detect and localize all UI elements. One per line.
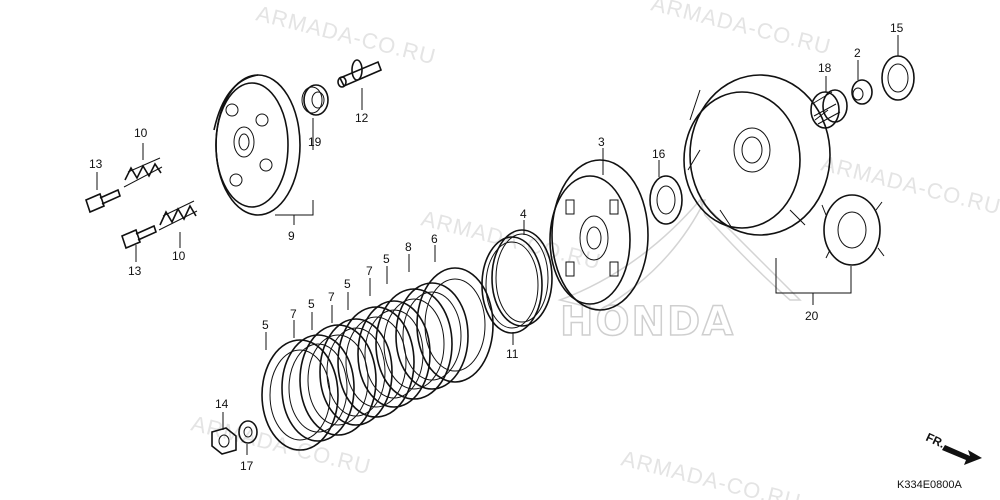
part-lifter-rod [337,59,383,88]
front-arrow-icon [942,445,982,465]
callout-16: 16 [652,147,666,161]
callout-20: 20 [805,309,819,323]
callout-3: 3 [598,135,605,149]
callout-5-c: 5 [344,277,351,291]
part-bolt-lower [121,224,157,250]
part-clutch-pack [261,267,494,451]
part-spring-upper [123,157,163,188]
callout-9: 9 [288,229,295,243]
part-needle-bearing [810,89,848,129]
front-direction-indicator: FR. [924,430,982,465]
watermark-layer: ARMADA-CO.RU ARMADA-CO.RU ARMADA-CO.RU A… [189,0,1000,500]
part-pressure-plate [213,74,301,216]
watermark-text: ARMADA-CO.RU [649,0,834,59]
watermark-text: ARMADA-CO.RU [254,1,439,70]
callout-labels: 10 10 13 13 9 19 12 3 16 4 11 20 18 2 15… [89,21,904,473]
watermark-text: ARMADA-CO.RU [619,446,804,500]
part-thrust-washer [649,175,683,225]
callout-7-a: 7 [290,307,297,321]
callout-8: 8 [405,240,412,254]
diagram-code: K334E0800A [897,479,962,491]
callout-10-upper: 10 [134,126,148,140]
part-bearing [301,84,329,116]
callout-19: 19 [308,135,322,149]
friction-disc [261,339,339,451]
friction-disc-outer [416,267,494,383]
part-primary-driven-gear [821,194,885,266]
part-collar [851,79,873,105]
callout-5-b: 5 [308,297,315,311]
part-bolt-upper [85,188,121,214]
honda-text-logo: HONDA [560,299,735,345]
clutch-plate [281,334,355,442]
part-lock-nut [211,427,237,455]
watermark-text: ARMADA-CO.RU [819,151,1000,220]
callout-13-lower: 13 [128,264,142,278]
callout-5-a: 5 [262,318,269,332]
part-washer-17 [238,420,258,444]
callout-11: 11 [506,347,519,361]
part-spring-lower [158,200,198,231]
part-washer-15 [881,55,915,101]
callout-4: 4 [520,207,527,221]
part-clutch-outer [683,74,831,236]
callout-5-d: 5 [383,252,390,266]
callout-2: 2 [854,46,861,60]
callout-15: 15 [890,21,904,35]
callout-7-b: 7 [328,290,335,304]
clutch-plate [395,282,469,390]
callout-17: 17 [240,459,254,473]
callout-18: 18 [818,61,832,75]
callout-10-lower: 10 [172,249,186,263]
callout-6: 6 [431,232,438,246]
leader-lines [96,35,899,455]
part-spring-seat [491,229,553,327]
honda-brand-mark: HONDA [557,199,802,346]
callout-7-c: 7 [366,264,373,278]
part-clutch-center [549,159,649,311]
callout-14: 14 [215,397,229,411]
callout-12: 12 [355,111,369,125]
callout-13-upper: 13 [89,157,103,171]
watermark-text: ARMADA-CO.RU [419,206,604,275]
